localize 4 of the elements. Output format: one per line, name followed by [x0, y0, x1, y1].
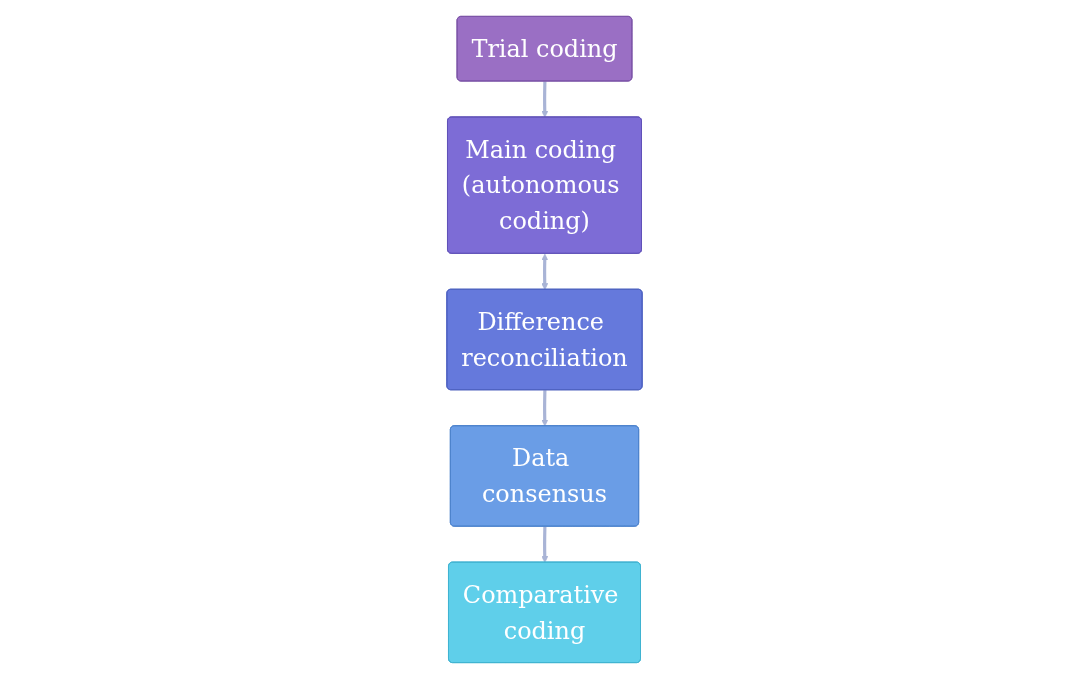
arrow: [541, 526, 549, 563]
arrow: [541, 390, 549, 427]
arrow: [541, 253, 549, 290]
arrow: [541, 81, 549, 118]
